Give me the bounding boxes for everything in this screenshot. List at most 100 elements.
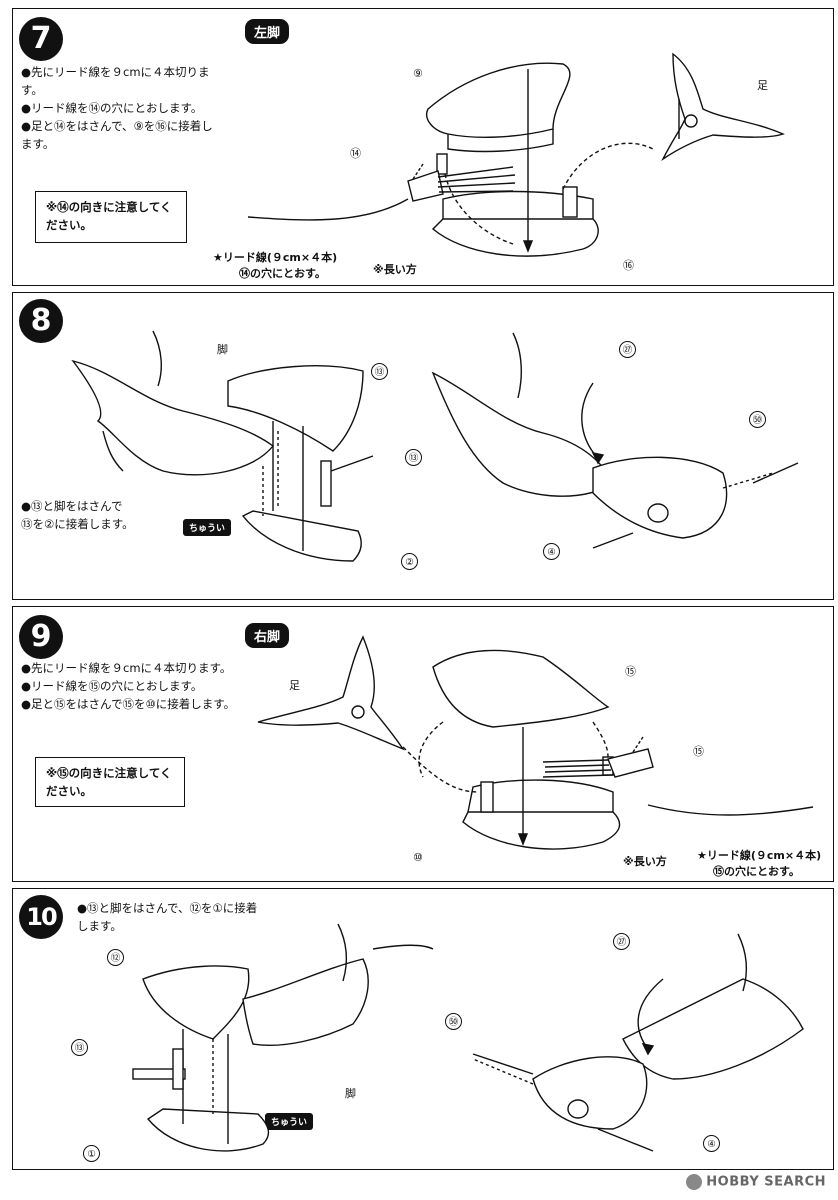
lead-wire [247,198,409,221]
leg-shape [257,635,405,751]
connector-shape [607,748,654,778]
long-side-label: ※長い方 [623,855,667,868]
leg-label: 脚 [217,343,228,356]
assembly-diagram [472,933,804,1152]
assembly-diagram [71,330,374,562]
instruction-line: ●リード線を⑮の穴にとおします。 [21,679,203,693]
part-shape [146,1108,270,1152]
caution-label: ちゅうい [265,1113,314,1130]
leg-label: 足 [289,679,300,692]
part-12-label: ⑫ [107,949,124,966]
step-7-panel: 7 左脚 ●先にリード線を９cmに４本切ります。 ●リード線を⑭の穴にとおします… [12,8,834,286]
part-4-label: ④ [543,543,560,560]
watermark-text: HOBBY SEARCH [706,1174,826,1190]
part-shape [241,510,362,562]
assembly-diagram [132,923,434,1152]
instruction-line: ●足と⑭をはさんで、⑨を⑯に接着します。 [21,119,213,151]
leg-label: 脚 [345,1087,356,1100]
part-number: ⑫ [110,953,121,964]
part-shape [442,190,594,219]
connector-shape [407,170,444,202]
leg-shape [431,371,614,497]
part-number: ⑬ [408,453,419,464]
assembly-diagram [247,52,785,257]
instruction-line: ●先にリード線を９cmに４本切ります。 [21,65,210,97]
leg-shape [152,330,162,387]
leg-shape [242,958,369,1046]
watermark: HOBBY SEARCH [686,1174,826,1190]
step-number: 10 [19,895,63,939]
instruction-line: ⑬を②に接着します。 [21,517,134,531]
part-60-label: ㊿ [445,1013,462,1030]
long-side-label: ※長い方 [373,263,417,276]
part-2-label: ② [401,553,418,570]
part-shape [426,62,571,138]
step-number: 8 [19,299,63,343]
step-instructions: ●先にリード線を９cmに４本切ります。 ●リード線を⑭の穴にとおします。 ●足と… [21,63,221,153]
part-shape [447,129,554,153]
leg-shape [71,359,274,476]
step-number: 7 [19,17,63,61]
part-number: ⑬ [374,367,385,378]
caution-label: ちゅうい [183,519,232,536]
part-1-label: ① [83,1145,100,1162]
assembly-diagram [257,635,814,850]
orientation-note: ※⑭の向きに注意してください。 [35,191,187,243]
wire-hole-label: ⑮の穴にとおす。 [713,865,800,878]
lead-wire [647,804,814,816]
wire-label: ★リード線(９cm×４本) [213,251,338,264]
part-number: ㉗ [616,937,627,948]
part-number: ④ [547,547,556,558]
orientation-note: ※⑮の向きに注意してください。 [35,757,185,807]
part-16-label: ⑯ [623,259,634,272]
instruction-line: ●⑬と脚をはさんで [21,499,123,513]
part-number: ㊿ [752,415,763,426]
part-27-label: ㉗ [619,341,636,358]
part-shape [431,218,599,257]
part-13-label: ⑬ [371,363,388,380]
part-shape [142,965,250,1040]
right-leg-tag: 右脚 [245,623,290,648]
left-leg-tag: 左脚 [245,19,290,44]
part-60-label: ㊿ [749,411,766,428]
wire-label: ★リード線(９cm×４本) [697,849,822,862]
step-10-panel: 10 ●⑬と脚をはさんで、⑫を①に接着 します。 ちゅうい ⑫ ⑬ ① 脚 ㉗ … [12,888,834,1170]
part-73-label: ⑬ [71,1039,88,1056]
part-10-label: ⑩ [413,851,423,864]
part-number: ㊿ [448,1017,459,1028]
part-27-label: ㉗ [613,933,630,950]
part-74-label: ⑭ [350,147,361,160]
part-shape [227,365,364,452]
part-9-label: ⑨ [413,67,423,80]
step-instructions: ●先にリード線を９cmに４本切ります。 ●リード線を⑮の穴にとおします。 ●足と… [21,659,251,713]
part-73-label: ⑬ [405,449,422,466]
part-number: ④ [707,1139,716,1150]
instruction-line: ●足と⑮をはさんで⑮を⑩に接着します。 [21,697,236,711]
part-number: ㉗ [622,345,633,356]
leg-label: 足 [757,79,768,92]
assembly-diagram [431,332,799,549]
instruction-line: ●リード線を⑭の穴にとおします。 [21,101,203,115]
part-shape [432,649,610,728]
part-4-label: ④ [703,1135,720,1152]
part-number: ⑬ [74,1043,85,1054]
part-shape [532,1056,648,1130]
leg-shape [622,978,804,1080]
part-75-label: ⑮ [693,745,704,758]
instruction-line: します。 [77,919,122,933]
part-number: ② [405,557,414,568]
part-shape [592,456,728,539]
step-number: 9 [19,615,63,659]
hobby-search-logo-icon [686,1174,703,1190]
wire-hole-label: ⑭の穴にとおす。 [239,267,326,280]
part-15-label: ⑮ [625,665,636,678]
step-8-panel: 8 ●⑬と脚をはさんで ⑬を②に接着します。 ちゅうい 脚 ⑬ ⑬ ② ㉗ ㊿ … [12,292,834,600]
instruction-line: ●⑬と脚をはさんで、⑫を①に接着 [77,901,258,915]
part-shape [462,811,621,850]
step-9-panel: 9 右脚 ●先にリード線を９cmに４本切ります。 ●リード線を⑮の穴にとおします… [12,606,834,882]
instruction-line: ●先にリード線を９cmに４本切ります。 [21,661,232,675]
step-instructions: ●⑬と脚をはさんで ⑬を②に接着します。 [21,497,161,533]
step-instructions: ●⑬と脚をはさんで、⑫を①に接着 します。 [77,899,297,935]
leg-shape [661,52,785,162]
part-number: ① [87,1149,96,1160]
